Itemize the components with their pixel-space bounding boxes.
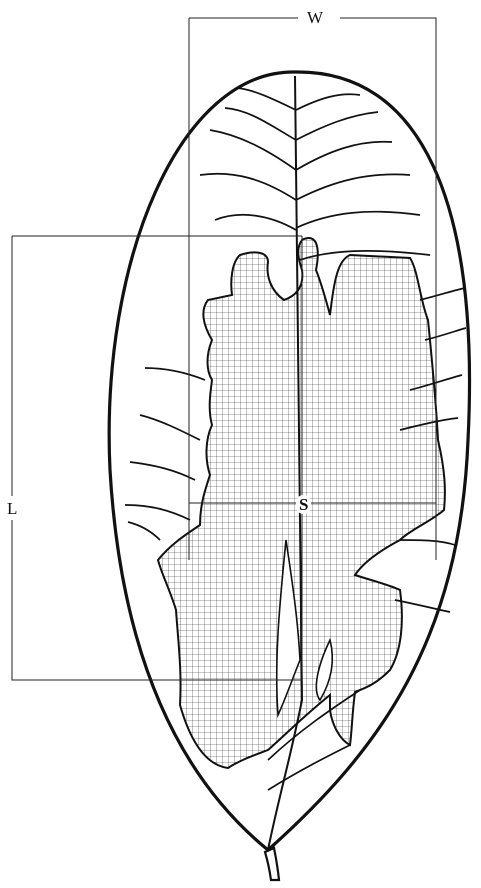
leaf-stem — [265, 848, 279, 880]
centroid-label: S — [296, 495, 311, 514]
length-label: L — [6, 498, 18, 519]
width-label: W — [303, 9, 327, 26]
